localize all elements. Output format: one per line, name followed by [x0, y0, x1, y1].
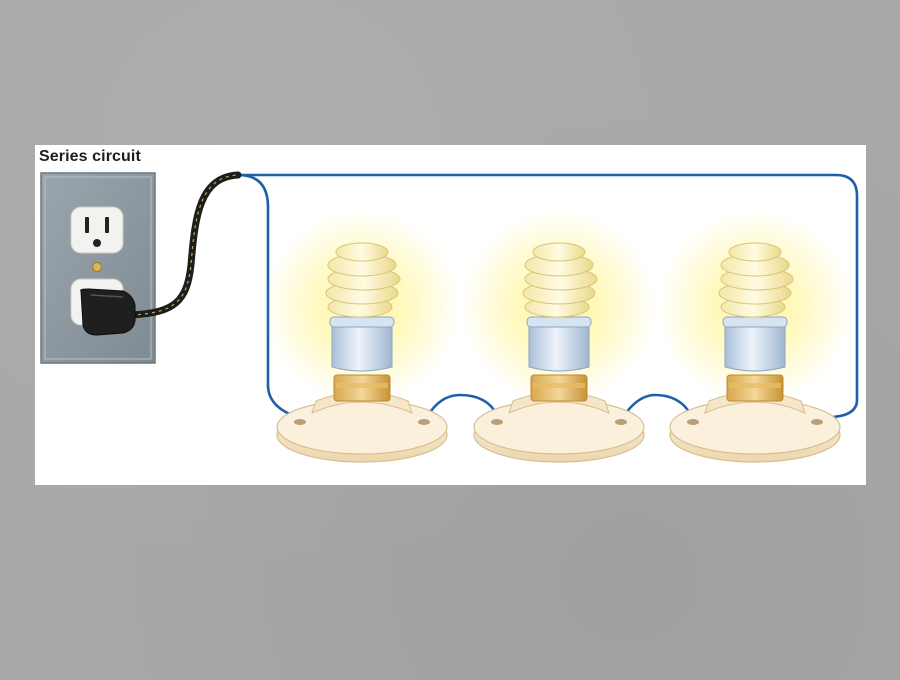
cfl-bulb-icon	[460, 208, 658, 463]
diagram-title: Series circuit	[39, 148, 141, 165]
cfl-bulb-icon	[656, 208, 854, 463]
series-circuit-diagram	[40, 171, 859, 463]
plug-icon	[80, 288, 136, 336]
power-plug	[80, 171, 242, 336]
wire-top	[236, 173, 859, 419]
cfl-bulb-icon	[263, 208, 461, 463]
bulb-3	[656, 208, 854, 463]
bulb-2	[460, 208, 658, 463]
diagram-panel: Series circuit	[35, 145, 866, 485]
bulb-1	[263, 208, 461, 463]
wire-link-2-3	[621, 393, 693, 419]
wire-link-1-2	[425, 393, 499, 419]
